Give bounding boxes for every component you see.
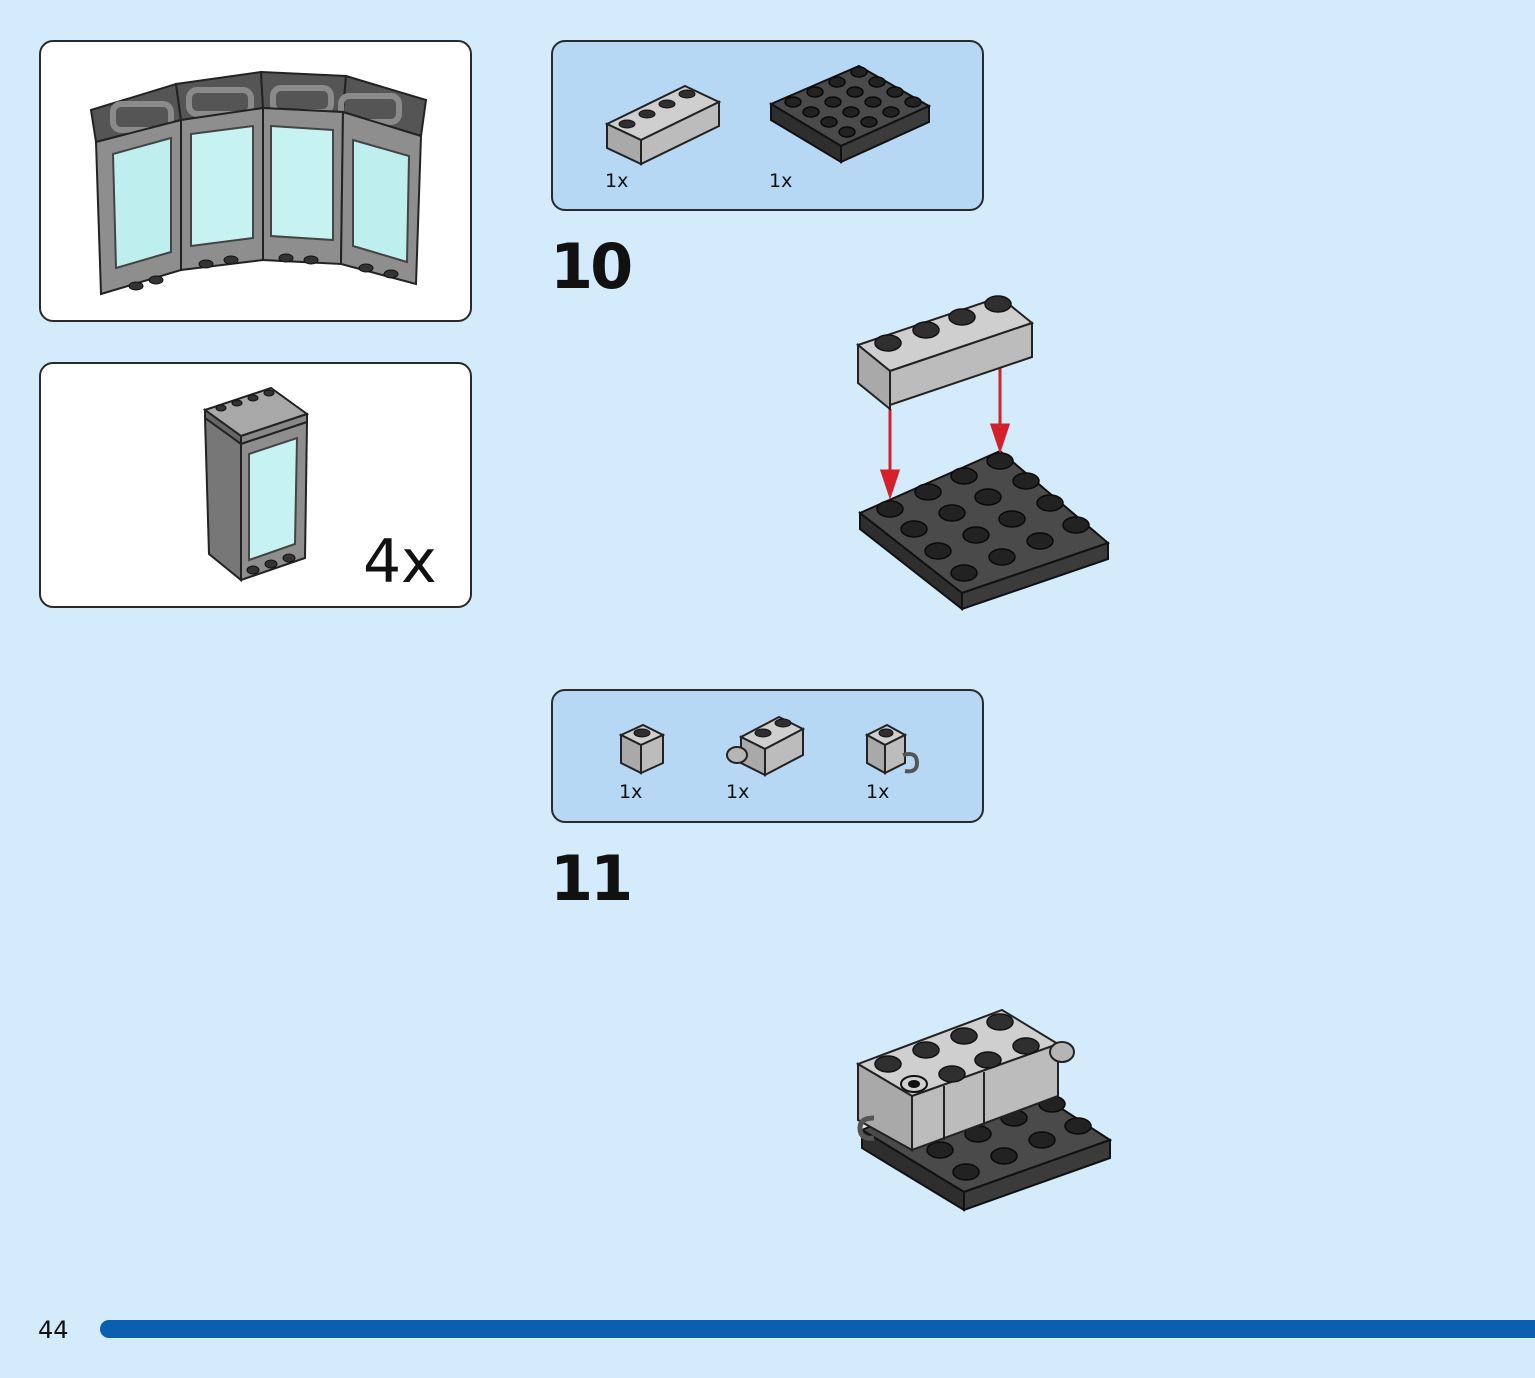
part-qty: 1x <box>769 170 793 192</box>
base-studs <box>128 253 399 291</box>
assembled-wall-illustration <box>89 70 428 296</box>
window-submodel-illustration <box>202 386 310 583</box>
page-number: 44 <box>38 1316 69 1344</box>
step-11-illustration <box>855 1008 1113 1212</box>
brick-1x2-clip-light-gray-icon <box>726 715 806 777</box>
submodel-panel: 4x <box>39 362 472 608</box>
assembly-panel <box>39 40 472 322</box>
part-qty: 1x <box>866 781 890 803</box>
step-10-parts-panel: 1x 1x <box>551 40 984 211</box>
brick-1x1-clip-icon <box>864 723 920 775</box>
brick-1x1-light-gray-icon <box>618 723 666 775</box>
wall-segments <box>94 106 423 296</box>
step-number: 11 <box>550 842 633 915</box>
step-number: 10 <box>550 230 633 303</box>
cornice-row <box>89 70 428 144</box>
plate-4x4-dark-gray-icon <box>768 64 932 164</box>
part-qty: 1x <box>605 170 629 192</box>
brick-1x4-light-gray-icon <box>604 84 722 166</box>
part-qty: 1x <box>726 781 750 803</box>
step-10-illustration <box>855 295 1110 612</box>
plate-4x4 <box>858 449 1110 612</box>
placement-arrows <box>879 365 1011 500</box>
part-qty: 1x <box>619 781 643 803</box>
step-11-parts-panel: 1x 1x 1x <box>551 689 984 823</box>
submodel-multiplier: 4x <box>363 527 437 597</box>
brick-1x4 <box>855 295 1035 412</box>
brick-row <box>855 1008 1075 1152</box>
page-progress-bar <box>100 1320 1535 1338</box>
